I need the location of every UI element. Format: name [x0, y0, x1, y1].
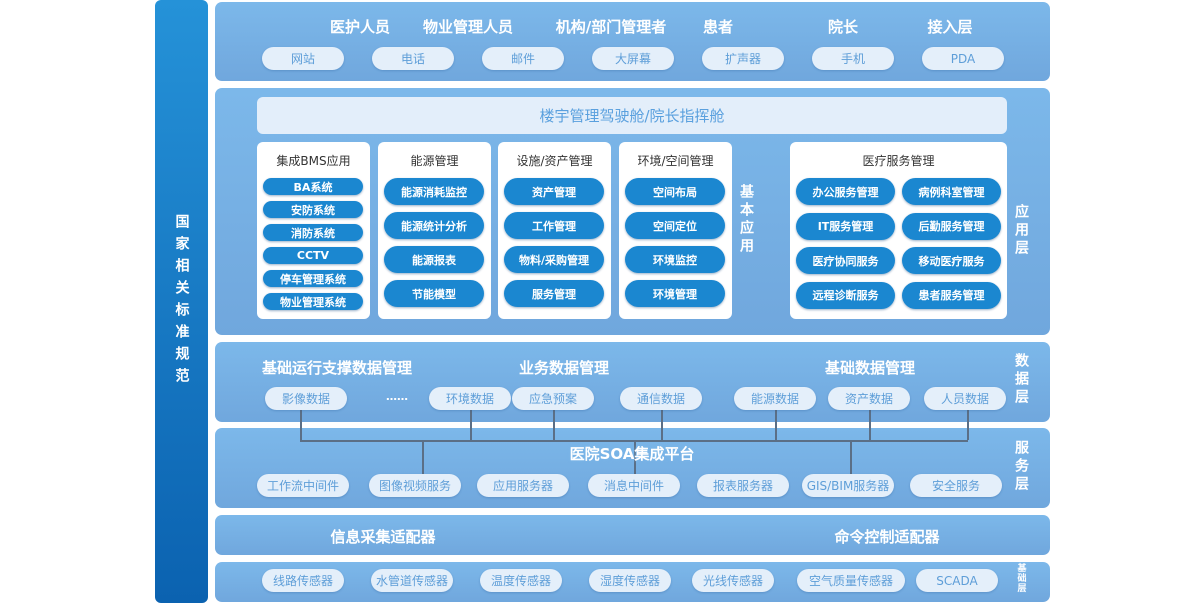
app-item-button[interactable]: 能源统计分析: [384, 212, 484, 239]
card-title: 设施/资产管理: [516, 154, 593, 168]
app-item-button[interactable]: 资产管理: [504, 178, 604, 205]
app-card: 集成BMS应用 BA系统安防系统消防系统 CCTV 停车管理系统物业管理系统: [257, 142, 370, 319]
channel-pill[interactable]: 大屏幕: [592, 47, 674, 70]
connector-line: [967, 410, 969, 440]
role-label: 机构/部门管理者: [555, 18, 667, 36]
app-item-button[interactable]: 能源报表: [384, 246, 484, 273]
connector-line: [869, 410, 871, 440]
app-item-button[interactable]: BA系统: [263, 178, 363, 195]
app-item-button[interactable]: 节能模型: [384, 280, 484, 307]
adapter-title: 命令控制适配器: [834, 528, 940, 546]
role-label: 医护人员: [329, 18, 391, 36]
app-item-button[interactable]: 空间定位: [625, 212, 725, 239]
connector-line: [422, 440, 424, 474]
channel-pill[interactable]: 网站: [262, 47, 344, 70]
app-item-button[interactable]: 环境监控: [625, 246, 725, 273]
data-section-title: 基础数据管理: [824, 359, 916, 377]
app-item-button[interactable]: 移动医疗服务: [902, 247, 1001, 274]
sensor-pill[interactable]: SCADA: [916, 569, 998, 592]
card-title: 医疗服务管理: [862, 154, 935, 168]
service-pill[interactable]: 工作流中间件: [257, 474, 349, 497]
data-pill[interactable]: 影像数据: [265, 387, 347, 410]
cockpit-header[interactable]: 楼宇管理驾驶舱/院长指挥舱: [257, 97, 1007, 134]
service-pill[interactable]: 图像视频服务: [369, 474, 461, 497]
app-item-button[interactable]: IT服务管理: [796, 212, 895, 240]
role-label: 物业管理人员: [422, 18, 514, 36]
app-item-button[interactable]: 物料/采购管理: [504, 246, 604, 273]
app-item-button[interactable]: 消防系统: [263, 224, 363, 241]
app-card: 医疗服务管理办公服务管理病例科室管理 IT服务管理后勤服务管理医疗协同服务移动医疗…: [790, 142, 1007, 319]
app-card: 能源管理能源消耗监控能源统计分析能源报表节能模型: [378, 142, 491, 319]
data-section-title: 业务数据管理: [518, 359, 610, 377]
app-item-button[interactable]: 能源消耗监控: [384, 178, 484, 205]
channel-pill[interactable]: 扩声器: [702, 47, 784, 70]
data-pill[interactable]: 应急预案: [512, 387, 594, 410]
basic-app-label: 基本应用: [738, 184, 754, 256]
ellipsis: ……: [386, 390, 408, 403]
adapter-title: 信息采集适配器: [330, 528, 436, 546]
base-layer-label: 基础层: [1015, 563, 1026, 593]
connector-line: [775, 410, 777, 440]
standards-label: 国家相关标准规范: [173, 213, 190, 390]
standards-bar: 国家相关标准规范: [155, 0, 208, 603]
sensor-pill[interactable]: 空气质量传感器: [797, 569, 905, 592]
connector-line: [850, 440, 852, 474]
role-label: 接入层: [927, 18, 973, 36]
card-title: 环境/空间管理: [637, 154, 714, 168]
data-pill[interactable]: 能源数据: [734, 387, 816, 410]
app-item-button[interactable]: 病例科室管理: [902, 178, 1001, 205]
connector-line: [300, 410, 302, 440]
channel-pill[interactable]: 邮件: [482, 47, 564, 70]
data-section-title: 基础运行支撑数据管理: [261, 359, 413, 377]
channel-pill[interactable]: 电话: [372, 47, 454, 70]
app-item-button[interactable]: 停车管理系统: [263, 270, 363, 287]
service-platform-title: 医院SOA集成平台: [569, 445, 695, 463]
app-item-button[interactable]: 后勤服务管理: [902, 212, 1001, 240]
service-pill[interactable]: 安全服务: [910, 474, 1002, 497]
channel-pill[interactable]: 手机: [812, 47, 894, 70]
data-pill[interactable]: 资产数据: [828, 387, 910, 410]
card-title: 能源管理: [410, 154, 459, 168]
app-item-button[interactable]: 远程诊断服务: [796, 281, 895, 309]
service-pill[interactable]: 应用服务器: [477, 474, 569, 497]
app-item-button[interactable]: 环境管理: [625, 280, 725, 307]
app-item-button[interactable]: 安防系统: [263, 201, 363, 218]
role-label: 院长: [827, 18, 859, 36]
data-layer-panel: [215, 342, 1050, 422]
data-pill[interactable]: 环境数据: [429, 387, 511, 410]
service-layer-label: 服务层: [1013, 440, 1029, 494]
data-layer-label: 数据层: [1013, 353, 1029, 407]
app-item-button[interactable]: CCTV: [263, 247, 363, 264]
sensor-pill[interactable]: 线路传感器: [262, 569, 344, 592]
connector-bus: [300, 440, 968, 442]
service-pill[interactable]: 报表服务器: [697, 474, 789, 497]
connector-line: [470, 410, 472, 440]
service-pill[interactable]: GIS/BIM服务器: [802, 474, 894, 497]
app-layer-label: 应用层: [1013, 204, 1029, 258]
data-pill[interactable]: 人员数据: [924, 387, 1006, 410]
adapter-panel: [215, 515, 1050, 555]
card-title: 集成BMS应用: [276, 154, 351, 168]
channel-pill[interactable]: PDA: [922, 47, 1004, 70]
app-card: 环境/空间管理空间布局空间定位环境监控环境管理: [619, 142, 732, 319]
app-item-button[interactable]: 空间布局: [625, 178, 725, 205]
data-pill[interactable]: 通信数据: [620, 387, 702, 410]
app-item-button[interactable]: 医疗协同服务: [796, 247, 895, 274]
sensor-pill[interactable]: 水管道传感器: [371, 569, 453, 592]
app-item-button[interactable]: 患者服务管理: [902, 281, 1001, 309]
connector-line: [553, 410, 555, 440]
app-card: 设施/资产管理资产管理工作管理物料/采购管理服务管理: [498, 142, 611, 319]
role-label: 患者: [702, 18, 734, 36]
sensor-pill[interactable]: 湿度传感器: [589, 569, 671, 592]
app-item-button[interactable]: 物业管理系统: [263, 293, 363, 310]
connector-line: [634, 440, 636, 474]
connector-line: [661, 410, 663, 440]
sensor-pill[interactable]: 光线传感器: [692, 569, 774, 592]
app-item-button[interactable]: 工作管理: [504, 212, 604, 239]
app-item-button[interactable]: 办公服务管理: [796, 178, 895, 205]
service-pill[interactable]: 消息中间件: [588, 474, 680, 497]
sensor-pill[interactable]: 温度传感器: [480, 569, 562, 592]
app-item-button[interactable]: 服务管理: [504, 280, 604, 307]
